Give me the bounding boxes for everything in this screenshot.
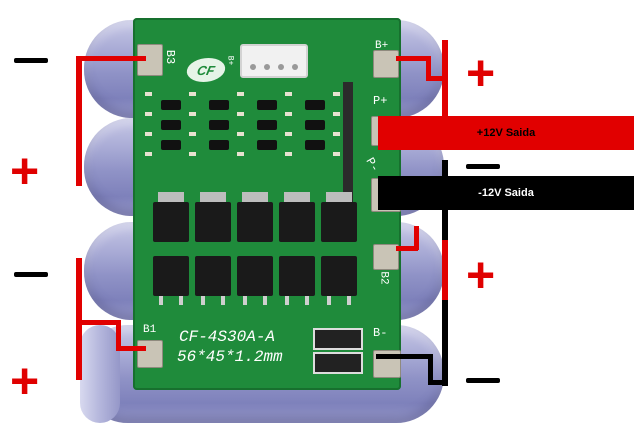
wire-b2-red-v [414,226,419,250]
wire-b3-red [76,56,82,186]
board-model-label: CF-4S30A-A [179,328,276,346]
mosfet-row-bottom [153,256,357,316]
resistor-strip [343,82,353,202]
label-connector-b-plus: B+ [225,55,235,66]
output-negative-label: -12V Saida [478,187,534,199]
minus-mark-left-1 [14,58,48,63]
wire-b2-red [396,246,418,251]
wire-bplus-red-v [426,56,431,80]
minus-mark-right-1 [466,164,500,169]
wire-b1-red-h [76,320,120,325]
output-positive-bar: +12V Saida [378,116,634,150]
output-negative-bar: -12V Saida [378,176,634,210]
shunt-resistor-2 [313,352,363,374]
plus-mark-right-2: + [466,247,496,303]
minus-mark-right-2 [466,378,500,383]
wire-b1-red-h2 [116,320,121,350]
mosfet-row-top [153,192,357,252]
pad-b1 [137,340,163,368]
wire-bminus-black-v [428,354,433,384]
wire-b3-red-h [76,56,146,61]
wire-b1-red-h3 [116,346,146,351]
balance-connector [240,44,308,78]
output-positive-label: +12V Saida [476,127,536,139]
label-b3: B3 [163,49,178,65]
plus-mark-left-1: + [10,143,40,199]
label-b2: B2 [377,271,390,285]
wire-bplus-red-long [442,40,448,120]
label-p-plus: P+ [373,94,388,108]
plus-mark-right-1: + [466,45,496,101]
label-b1: B1 [143,324,157,336]
pad-b2 [373,244,399,270]
wire-bminus-black-h2 [428,380,448,385]
cf-logo-text: CF [195,62,217,78]
pad-b-plus [373,50,399,78]
wire-b1-red [76,258,82,380]
wire-bminus-black-long [442,300,448,386]
shunt-resistor-1 [313,328,363,350]
smd-area [143,88,343,178]
board-size-label: 56*45*1.2mm [177,348,283,366]
label-p-minus: P- [362,155,382,175]
label-b-minus: B- [373,326,388,340]
wire-b2-red-long [442,220,448,330]
wire-bplus-red-h2 [426,76,446,81]
wire-bplus-red [396,56,430,61]
wire-bminus-black-h [376,354,432,359]
cf-logo: CF [184,58,228,82]
battery-cap-left [80,325,120,423]
label-b-plus: B+ [375,40,389,52]
bms-board: CF B3 B+ B+ P+ P- B2 B1 B- [133,18,401,390]
minus-mark-left-2 [14,272,48,277]
plus-mark-left-2: + [10,353,40,409]
